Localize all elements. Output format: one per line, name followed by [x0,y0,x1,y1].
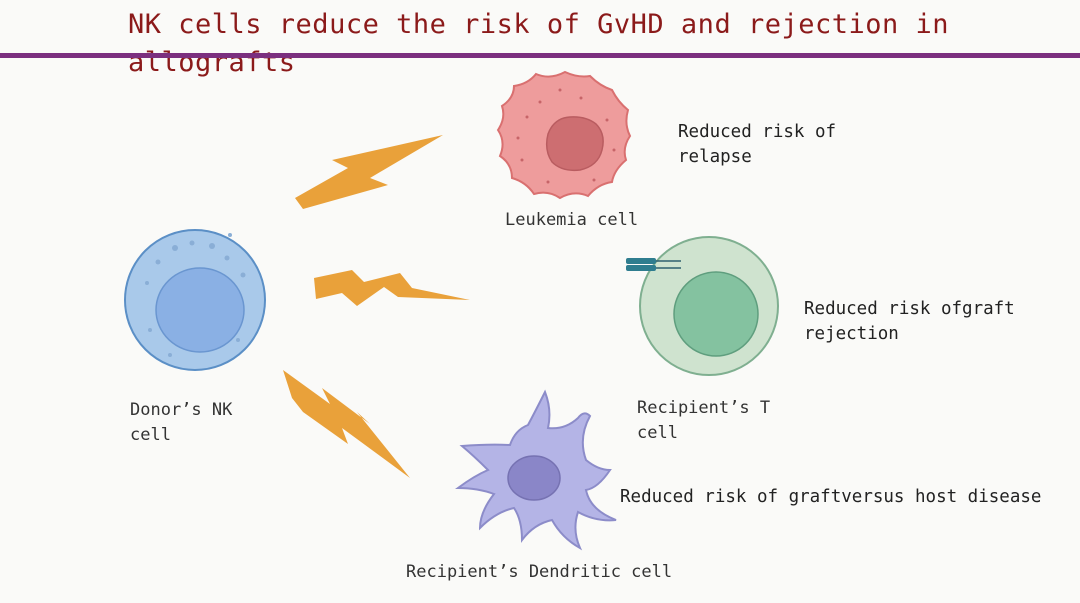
lightning-bolt-icon-middle [314,270,470,306]
t-cell-icon [639,236,779,376]
gvhd-benefit-label: Reduced risk of graftversus host disease [620,487,1042,507]
slide-title: NK cells reduce the risk of GvHD and rej… [128,9,950,78]
t-cell-receptor-icon [626,258,681,271]
graft-rejection-benefit-label: Reduced risk ofgraft rejection [804,299,1015,344]
lightning-bolt-icon-bottom [283,370,410,478]
title-divider [0,53,1080,58]
dendritic-cell-label: Recipient’s Dendritic cell [406,562,673,582]
nk-cell-label: Donor’s NK cell [130,400,233,445]
relapse-benefit-label: Reduced risk of relapse [678,122,837,167]
leukemia-cell-label: Leukemia cell [505,210,639,230]
t-cell-label: Recipient’s T cell [637,398,771,443]
lightning-bolt-icon-top [295,135,443,209]
nk-cell-icon [124,229,266,371]
dendritic-cell-icon [455,389,617,551]
leukemia-cell-icon [496,70,632,200]
